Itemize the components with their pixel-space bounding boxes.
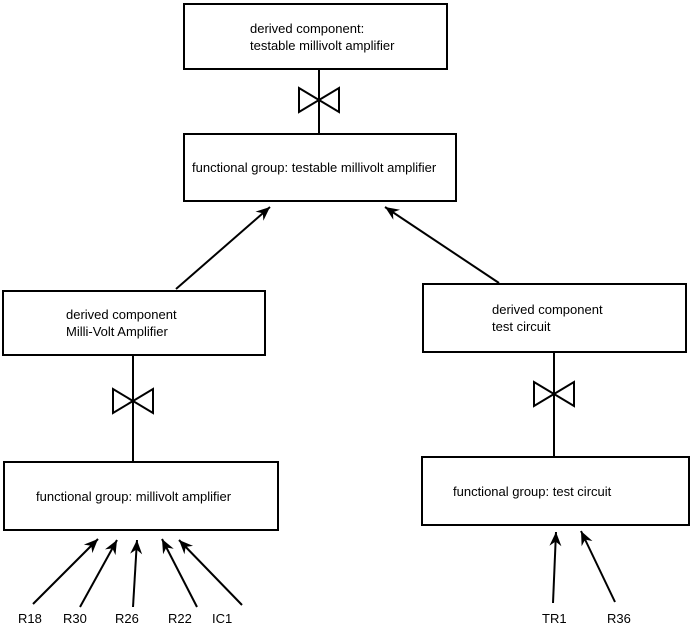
bowtie-icon <box>298 86 340 114</box>
component-label-r36: R36 <box>607 611 631 626</box>
decomposition-connector-left <box>112 356 154 461</box>
node-label-line: derived component <box>492 302 603 317</box>
arrow-r30 <box>79 539 118 608</box>
bowtie-icon <box>533 380 575 408</box>
arrow-tr1 <box>549 531 562 604</box>
node-label: functional group: millivolt amplifier <box>36 488 232 504</box>
component-label-r26: R26 <box>115 611 139 626</box>
component-label-r18: R18 <box>18 611 42 626</box>
decomposition-connector-right <box>533 353 575 456</box>
node-functional-group-testable-millivolt-amplifier: functional group: testable millivolt amp… <box>183 133 457 202</box>
node-label-line: Milli-Volt Amplifier <box>66 324 168 339</box>
node-functional-group-test-circuit: functional group: test circuit <box>421 456 690 526</box>
arrow-r18 <box>32 538 99 605</box>
decomposition-connector-top <box>298 70 340 133</box>
node-derived-test-circuit: derived component test circuit <box>422 283 687 353</box>
arrow-mva-to-testable <box>175 206 271 290</box>
node-label: functional group: testable millivolt amp… <box>192 160 437 175</box>
node-derived-milli-volt-amplifier: derived component Milli-Volt Amplifier <box>2 290 266 356</box>
node-label-line: derived component <box>66 307 177 322</box>
arrow-testcircuit-to-testable <box>384 206 500 284</box>
arrow-r26 <box>130 539 143 608</box>
component-label-r22: R22 <box>168 611 192 626</box>
node-label: functional group: test circuit <box>453 483 612 499</box>
arrow-r22 <box>161 538 198 608</box>
component-label-tr1: TR1 <box>542 611 567 626</box>
node-derived-testable-millivolt-amplifier: derived component: testable millivolt am… <box>183 3 448 70</box>
node-label-line: test circuit <box>492 319 551 334</box>
component-label-ic1: IC1 <box>212 611 233 626</box>
node-label-line: testable millivolt amplifier <box>250 37 395 53</box>
component-label-r30: R30 <box>63 611 87 626</box>
arrow-ic1 <box>178 539 243 606</box>
bowtie-icon <box>112 387 154 415</box>
node-functional-group-millivolt-amplifier: functional group: millivolt amplifier <box>3 461 279 531</box>
arrow-r36 <box>580 530 616 603</box>
node-label-line: derived component: <box>250 20 365 36</box>
